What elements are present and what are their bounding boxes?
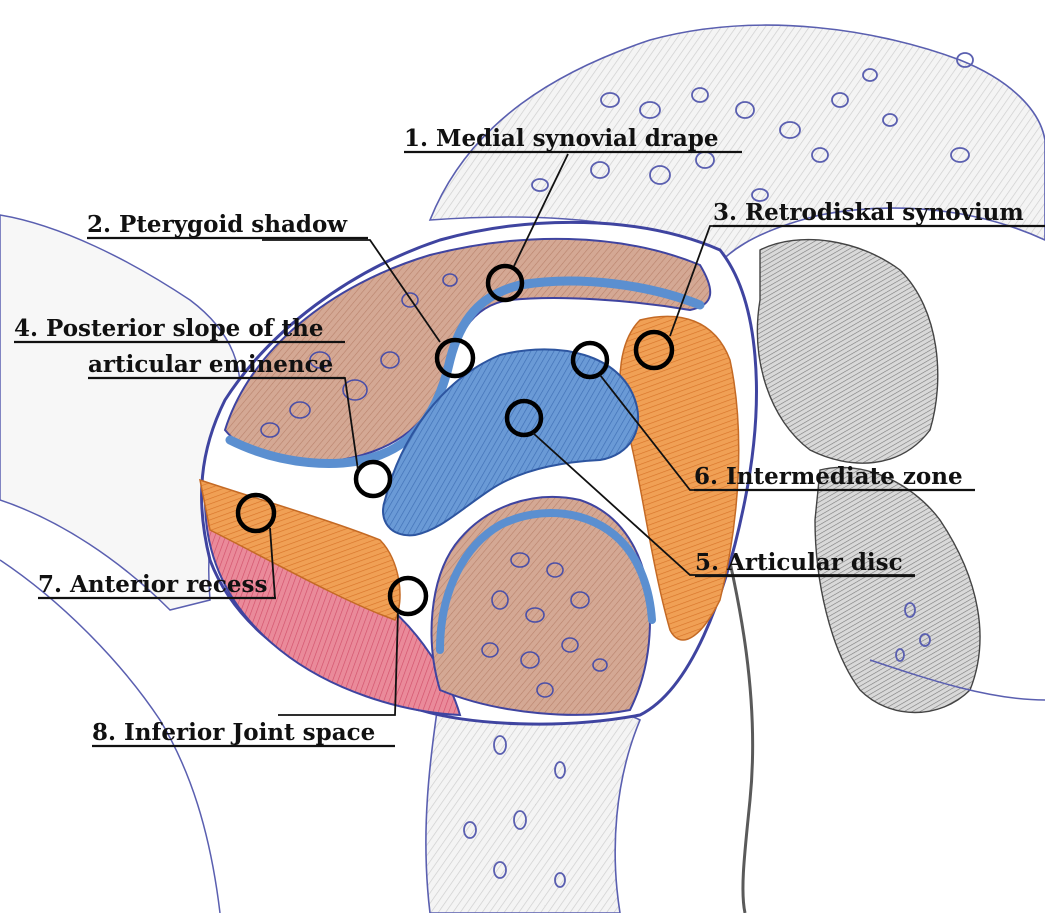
label-3-text: 3. Retrodiskal synovium <box>713 199 1024 226</box>
label-6-text: 6. Intermediate zone <box>694 463 963 490</box>
label-1-text: 1. Medial synovial drape <box>404 125 719 152</box>
label-7-text: 7. Anterior recess <box>38 571 267 598</box>
label-7: 7. Anterior recess <box>38 571 276 598</box>
label-8-text: 8. Inferior Joint space <box>92 719 375 746</box>
label-2: 2. Pterygoid shadow <box>87 211 368 238</box>
label-4-line1: 4. Posterior slope of the <box>14 315 324 342</box>
label-3: 3. Retrodiskal synovium <box>713 199 1045 226</box>
label-8: 8. Inferior Joint space <box>92 719 395 746</box>
label-5: 5. Articular disc <box>695 549 915 576</box>
label-6: 6. Intermediate zone <box>694 463 975 490</box>
label-5-text: 5. Articular disc <box>695 549 903 576</box>
label-4-line2: articular eminence <box>88 351 333 378</box>
label-1: 1. Medial synovial drape <box>404 125 742 152</box>
label-2-text: 2. Pterygoid shadow <box>87 211 348 238</box>
